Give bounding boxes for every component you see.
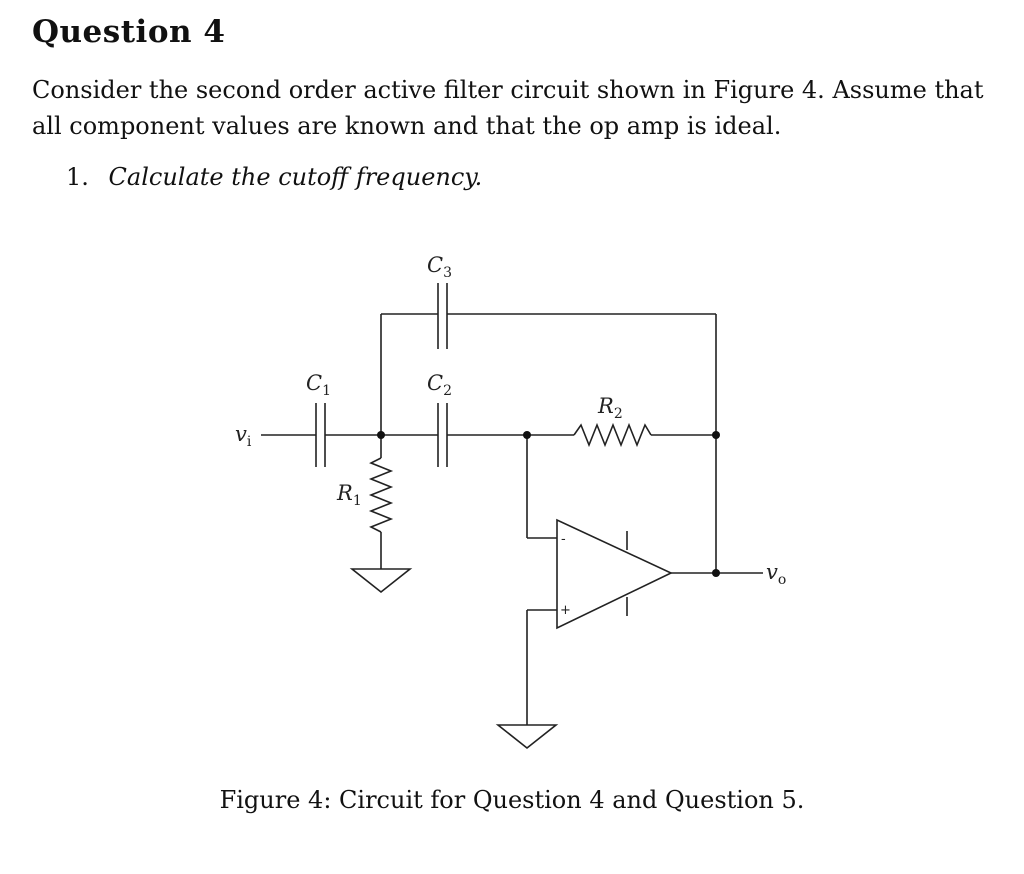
figure-caption: Figure 4: Circuit for Question 4 and Que…	[219, 786, 805, 814]
question-intro: Consider the second order active filter …	[32, 76, 984, 140]
op-amp	[556, 518, 673, 630]
junction-node1	[377, 431, 385, 439]
task-item: 1. Calculate the cutoff frequency.	[66, 163, 482, 191]
c3-label: C3	[427, 253, 452, 281]
task-number: 1.	[66, 163, 89, 191]
r1-label: R1	[336, 481, 362, 509]
ground-symbol-opamp	[495, 724, 559, 750]
vo-label: vo	[766, 560, 786, 588]
c2-label: C2	[427, 371, 452, 399]
r1-resistor	[368, 457, 394, 533]
r2-label: R2	[597, 394, 623, 422]
junction-node3	[712, 431, 720, 439]
question-heading: Question 4	[32, 14, 226, 50]
ground-symbol-r1	[349, 568, 413, 594]
task-text: Calculate the cutoff frequency.	[108, 163, 483, 191]
noninverting-input-sign: +	[560, 603, 571, 618]
r2-resistor	[573, 422, 652, 448]
inverting-input-sign: -	[561, 532, 566, 547]
vi-label: vi	[235, 422, 252, 450]
c1-label: C1	[306, 371, 331, 399]
junction-node2	[523, 431, 531, 439]
junction-output	[712, 569, 720, 577]
